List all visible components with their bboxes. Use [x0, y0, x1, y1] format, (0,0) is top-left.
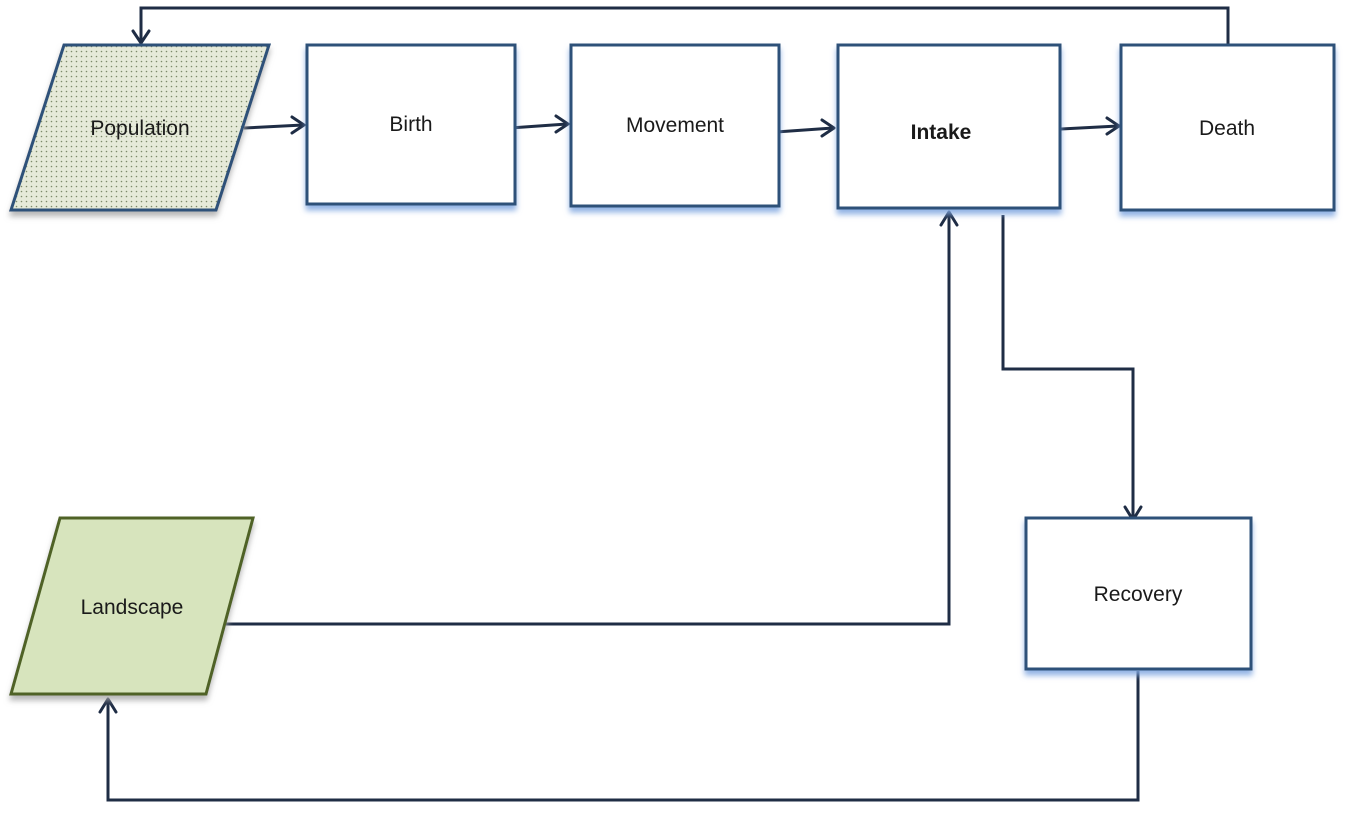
- node-intake: Intake: [836, 43, 1062, 210]
- edge-death-to-population: [131, 6, 1230, 45]
- population-parallelogram: [8, 43, 272, 212]
- edge-population-to-birth: [243, 115, 306, 135]
- node-landscape: Landscape: [9, 516, 255, 696]
- birth-box: [305, 43, 517, 206]
- node-recovery: Recovery: [1024, 516, 1253, 671]
- edge-intake-to-death: [1060, 116, 1121, 136]
- node-movement: Movement: [569, 43, 781, 208]
- population-label: Population: [90, 117, 189, 140]
- landscape-parallelogram: [9, 516, 255, 696]
- node-death: Death: [1119, 43, 1336, 212]
- edge-landscape-to-intake: [226, 210, 959, 626]
- edge-recovery-to-landscape: [98, 671, 1140, 802]
- movement-label: Movement: [626, 114, 724, 137]
- edge-birth-to-movement: [509, 114, 570, 134]
- movement-box: [569, 43, 781, 208]
- intake-label: Intake: [911, 121, 972, 144]
- node-population: Population: [8, 43, 272, 212]
- edge-intake-to-recovery: [1001, 215, 1143, 522]
- recovery-box: [1024, 516, 1253, 671]
- birth-label: Birth: [389, 113, 432, 136]
- edge-movement-to-intake: [775, 118, 836, 138]
- death-label: Death: [1199, 117, 1255, 140]
- landscape-label: Landscape: [81, 596, 184, 619]
- recovery-label: Recovery: [1094, 583, 1183, 606]
- intake-box: [836, 43, 1062, 210]
- death-box: [1119, 43, 1336, 212]
- node-birth: Birth: [305, 43, 517, 206]
